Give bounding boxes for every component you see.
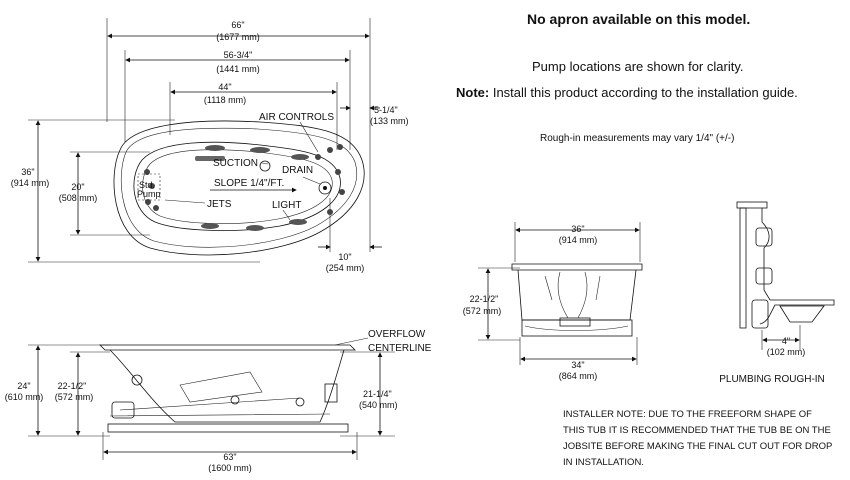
end-dim-36: 36" bbox=[571, 224, 584, 234]
side-dim-21-1-4-mm: (540 mm) bbox=[359, 400, 398, 410]
label-drain: DRAIN bbox=[282, 165, 313, 176]
side-dim-22-1-2-mm: (572 mm) bbox=[55, 392, 94, 402]
note-label: Note: bbox=[456, 85, 490, 100]
tub-outer-rim bbox=[113, 120, 365, 256]
label-jets: JETS bbox=[207, 199, 232, 210]
apron-note: No apron available on this model. bbox=[527, 11, 751, 27]
top-view: 66" (1677 mm) 56-3/4" (1441 mm) 44" (111… bbox=[11, 18, 409, 273]
dim-44: 44" bbox=[218, 82, 231, 92]
plumbing-dim-4: 4" bbox=[782, 336, 790, 346]
rough-in-note: Rough-in measurements may vary 1/4" (+/-… bbox=[540, 133, 735, 144]
side-dim-63-mm: (1600 mm) bbox=[208, 463, 252, 473]
plumbing-dim-4-mm: (102 mm) bbox=[767, 347, 806, 357]
label-overflow: OVERFLOW bbox=[368, 329, 426, 340]
end-dim-22-1-2: 22-1/2" bbox=[470, 294, 499, 304]
tub-side-shell bbox=[109, 349, 345, 423]
dim-20-mm: (508 mm) bbox=[59, 193, 98, 203]
note-text: Install this product according to the in… bbox=[489, 85, 798, 100]
dim-10: 10" bbox=[338, 252, 351, 262]
plumbing-rough-in: 4" (102 mm) PLUMBING ROUGH-IN bbox=[719, 201, 835, 385]
side-dim-63: 63" bbox=[223, 452, 236, 462]
end-view: 36" (914 mm) 22-1/2" (572 mm) 34" (864 m… bbox=[463, 222, 643, 381]
side-dim-24-mm: (610 mm) bbox=[5, 392, 44, 402]
label-slope: SLOPE 1/4"/FT. bbox=[214, 178, 284, 189]
end-dim-22-1-2-mm: (572 mm) bbox=[463, 306, 502, 316]
dim-36: 36" bbox=[21, 167, 34, 177]
pump-note: Pump locations are shown for clarity. bbox=[532, 59, 744, 74]
installer-note: INSTALLER NOTE: DUE TO THE FREEFORM SHAP… bbox=[563, 409, 833, 468]
dim-66-mm: (1677 mm) bbox=[216, 32, 260, 42]
install-guide-note: Note: Install this product according to … bbox=[456, 85, 798, 100]
dim-10-mm: (254 mm) bbox=[326, 263, 365, 273]
end-dim-36-mm: (914 mm) bbox=[559, 235, 598, 245]
label-centerline: CENTERLINE bbox=[368, 343, 432, 354]
side-view: 24" (610 mm) 22-1/2" (572 mm) 21-1/4" (5… bbox=[5, 329, 432, 473]
dim-20: 20" bbox=[71, 182, 84, 192]
label-pump: Pump bbox=[137, 189, 161, 199]
label-suction: SUCTION bbox=[213, 158, 258, 169]
dim-36-mm: (914 mm) bbox=[11, 178, 50, 188]
end-dim-34-mm: (864 mm) bbox=[559, 371, 598, 381]
dim-66: 66" bbox=[231, 20, 244, 30]
dim-5-1-4-mm: (133 mm) bbox=[370, 116, 409, 126]
end-tub-shell bbox=[517, 269, 637, 321]
side-dim-24: 24" bbox=[17, 381, 30, 391]
dim-56-3-4: 56-3/4" bbox=[224, 50, 253, 60]
dim-56-3-4-mm: (1441 mm) bbox=[216, 64, 260, 74]
plumbing-label: PLUMBING ROUGH-IN bbox=[719, 374, 825, 385]
dim-44-mm: (1118 mm) bbox=[204, 95, 246, 105]
tub-basin bbox=[133, 141, 341, 231]
label-std: Std. bbox=[139, 180, 155, 190]
end-dim-34: 34" bbox=[571, 360, 584, 370]
label-light: LIGHT bbox=[272, 200, 301, 211]
side-dim-21-1-4: 21-1/4" bbox=[363, 389, 392, 399]
side-dim-22-1-2: 22-1/2" bbox=[58, 381, 87, 391]
dim-5-1-4: 5-1/4" bbox=[374, 105, 398, 115]
label-air-controls: AIR CONTROLS bbox=[259, 112, 334, 123]
